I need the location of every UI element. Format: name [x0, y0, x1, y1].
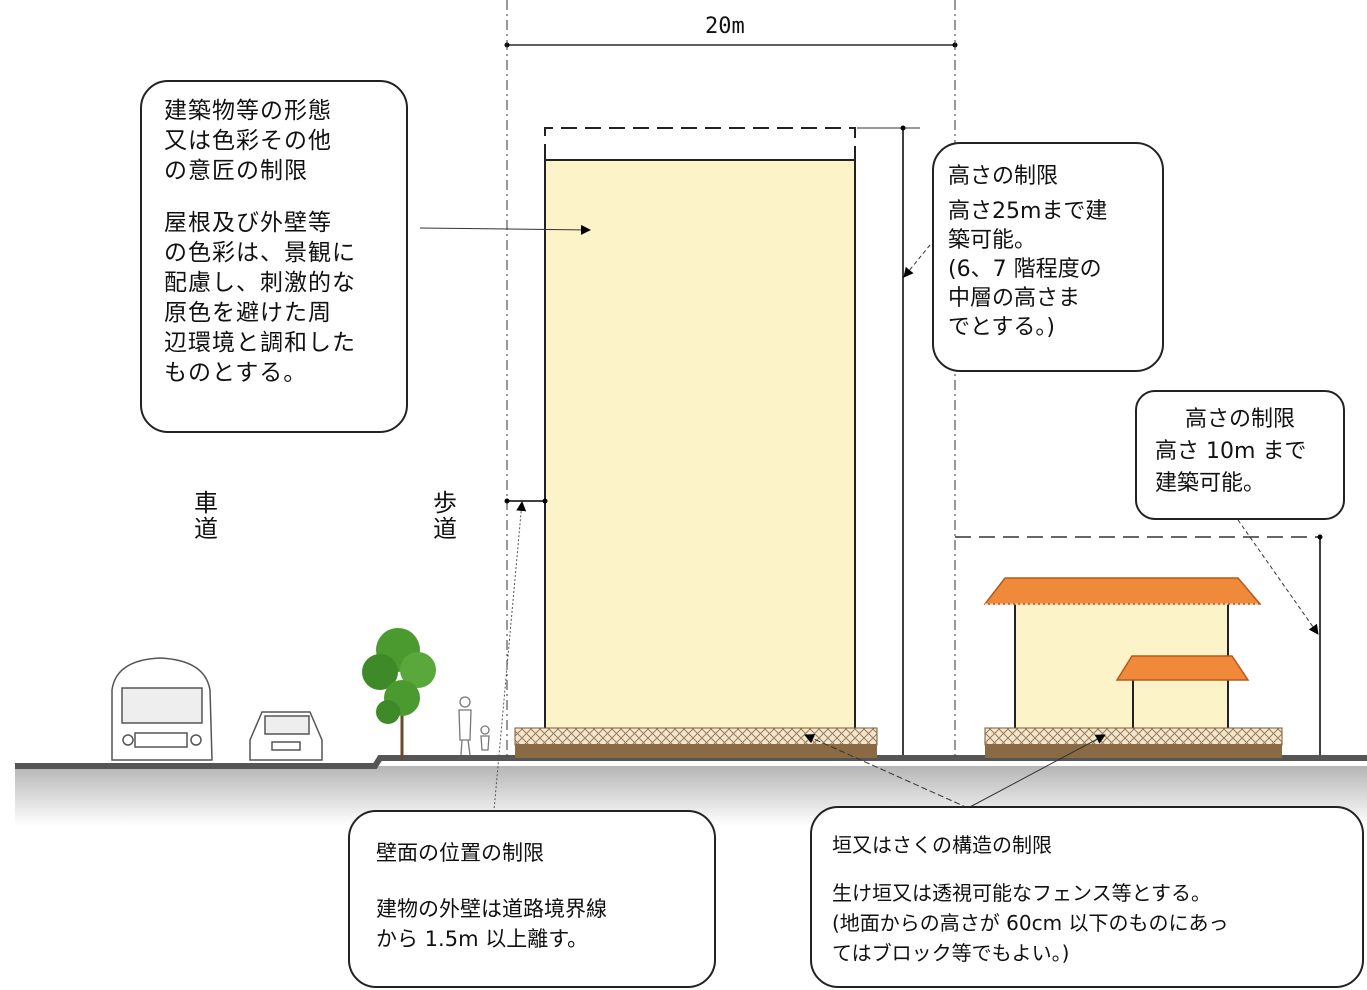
tall-height-line-3: (6、7 階程度の: [948, 257, 1102, 282]
design-restriction-note: 建築物等の形態 又は色彩その他 の意匠の制限 屋根及び外壁等 の色彩は、景観に …: [140, 80, 408, 433]
truck-illustration: [111, 657, 213, 761]
leader-design: [419, 224, 591, 235]
fence-title: 垣又はさくの構造の制限: [832, 833, 1052, 857]
design-title-line-2: 又は色彩その他: [164, 128, 332, 154]
wall-position-restriction-note: 壁面の位置の制限 建物の外壁は道路境界線 から 1.5m 以上離す。: [348, 810, 716, 988]
design-body-line-1: 屋根及び外壁等: [164, 210, 332, 236]
fence-line-1: 生け垣又は透視可能なフェンス等とする。: [832, 881, 1211, 905]
tall-height-title: 高さの制限: [948, 164, 1059, 189]
sidewalk-label: 歩 道: [432, 490, 458, 542]
design-title-line-1: 建築物等の形態: [164, 98, 332, 124]
car-illustration: [249, 711, 323, 761]
tall-height-restriction-note: 高さの制限 高さ25mまで建 築可能。 (6、7 階程度の 中層の高さま でとす…: [932, 142, 1164, 372]
design-body-line-3: 配慮し、刺激的な: [164, 270, 356, 296]
fence-line-2: (地面からの高さが 60cm 以下のものにあっ: [832, 911, 1229, 935]
pedestrian-illustration: [458, 696, 490, 756]
fence-restriction-note: 垣又はさくの構造の制限 生け垣又は透視可能なフェンス等とする。 (地面からの高さ…: [810, 806, 1364, 988]
design-body-line-5: 辺環境と調和した: [164, 330, 356, 356]
tall-height-dimension: [900, 125, 906, 755]
tall-height-line-5: でとする。): [948, 315, 1055, 340]
wall-line-1: 建物の外壁は道路境界線: [376, 897, 607, 921]
low-height-restriction-note: 高さの制限 高さ 10m まで 建築可能。: [1135, 390, 1345, 520]
tree-illustration: [362, 628, 436, 760]
leader-fence-2: [967, 734, 1106, 809]
low-house: [983, 577, 1283, 758]
low-height-title: 高さの制限: [1184, 407, 1295, 432]
design-title-line-3: の意匠の制限: [164, 158, 308, 184]
leader-fence-1: [804, 734, 969, 809]
leader-tall-height: [903, 244, 931, 278]
tall-height-line-2: 築可能。: [948, 228, 1037, 253]
design-body-line-2: の色彩は、景観に: [164, 240, 356, 266]
sidewalk-char-1: 歩: [433, 489, 457, 517]
width-dimension-label: 20m: [705, 14, 745, 39]
tall-building: [544, 127, 920, 731]
ground-line: [15, 755, 1367, 769]
roadway-label: 車 道: [193, 490, 219, 542]
roadway-char-1: 車: [194, 489, 218, 517]
design-body-line-4: 原色を避けた周: [164, 300, 332, 326]
wall-title: 壁面の位置の制限: [376, 841, 544, 865]
width-dimension: [504, 0, 958, 760]
low-height-line-1: 高さ 10m まで: [1155, 439, 1307, 464]
sidewalk-char-2: 道: [433, 515, 457, 543]
fence-line-3: てはブロック等でもよい。): [832, 941, 1070, 965]
tall-height-line-4: 中層の高さま: [948, 286, 1081, 311]
wall-line-2: から 1.5m 以上離す。: [376, 927, 589, 951]
tall-height-line-1: 高さ25mまで建: [948, 199, 1108, 224]
low-height-line-2: 建築可能。: [1155, 471, 1266, 496]
roadway-char-2: 道: [194, 515, 218, 543]
design-body-line-6: ものとする。: [164, 360, 308, 386]
fence-tall-building: [514, 727, 878, 758]
leader-wall: [491, 501, 527, 833]
low-height-dimension: [955, 534, 1323, 755]
leader-low-height: [1237, 519, 1319, 635]
setback-marker: [504, 498, 548, 504]
